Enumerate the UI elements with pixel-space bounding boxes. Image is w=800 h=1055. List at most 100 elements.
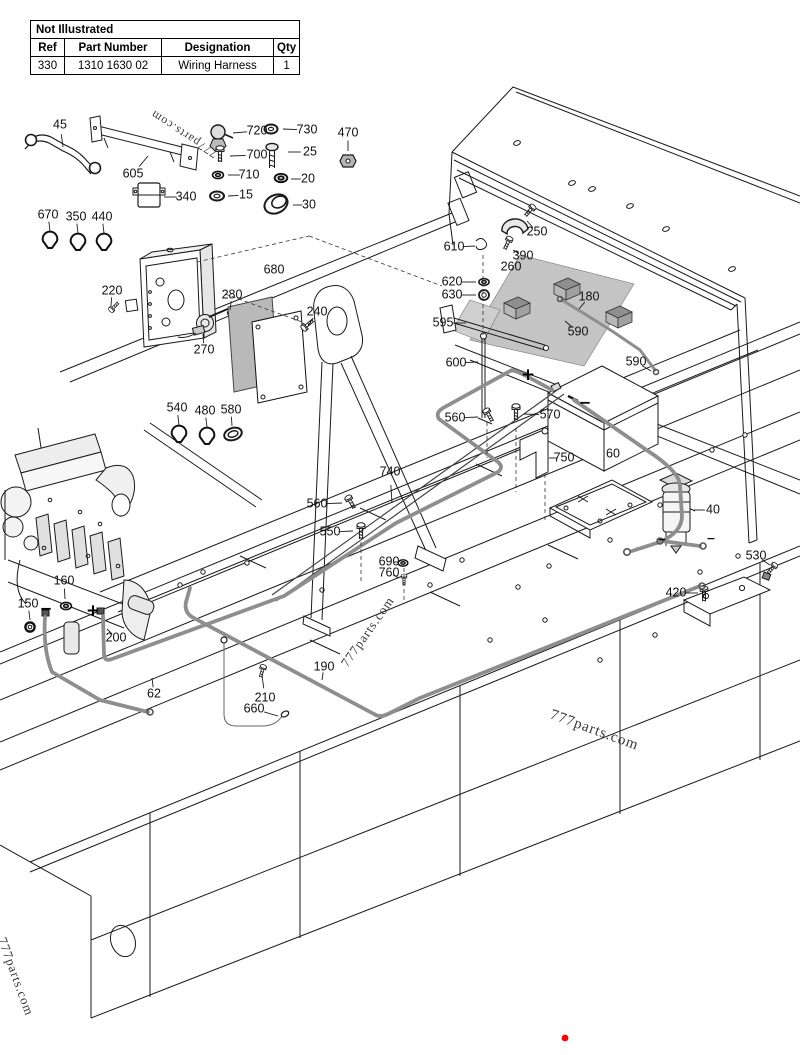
part-callout-240-19: 240 (307, 304, 328, 318)
part-callout-670-12: 670 (38, 207, 59, 221)
part-callout-480-36: 480 (195, 403, 216, 417)
callout-leader-440-14 (102, 223, 105, 234)
callout-leader-62-46 (151, 677, 154, 688)
table-title: Not Illustrated (29, 20, 301, 39)
callout-leader-220-15 (110, 297, 113, 307)
callout-leader-15-5 (227, 194, 239, 197)
callout-leader-240-19 (307, 317, 314, 327)
callout-leader-210-48 (261, 674, 265, 689)
callout-leader-600-27 (465, 361, 479, 364)
part-callout-270-17: 270 (194, 342, 215, 356)
callout-leader-550-40 (339, 530, 354, 533)
part-callout-15-5: 15 (239, 187, 253, 201)
callout-leader-540-35 (177, 415, 180, 426)
part-callout-530-51: 530 (746, 548, 767, 562)
lifting-mast (302, 285, 447, 637)
terminal-symbol-5: − (706, 532, 715, 545)
part-callout-25-8: 25 (303, 144, 317, 158)
part-callout-590-30: 590 (626, 354, 647, 368)
cable-negative (572, 398, 684, 553)
part-callout-620-24: 620 (442, 274, 463, 288)
table-row: 330 1310 1630 02 Wiring Harness 1 (30, 56, 301, 75)
callout-leader-570-32 (523, 413, 540, 416)
callout-leader-190-47 (321, 672, 324, 681)
watermark-2: 777parts.com (548, 707, 641, 754)
part-callout-720-2: 720 (247, 123, 268, 137)
callout-leader-580-37 (230, 416, 233, 427)
electrical-box-group (107, 243, 234, 348)
part-callout-30-10: 30 (302, 197, 316, 211)
part-callout-700-3: 700 (247, 147, 268, 161)
cell-ref: 330 (30, 56, 65, 75)
callout-leader-250-21 (526, 220, 534, 228)
part-callout-580-37: 580 (221, 402, 242, 416)
part-callout-710-4: 710 (239, 167, 260, 181)
part-callout-200-45: 200 (106, 630, 127, 644)
terminal-symbol-4: − (657, 533, 666, 546)
small-parts-top (24, 115, 357, 445)
callout-leader-530-51 (761, 559, 771, 566)
callout-leader-610-20 (462, 245, 476, 248)
terminal-symbol-0: + (521, 365, 535, 385)
callout-leader-670-12 (48, 221, 51, 232)
part-callout-260-23: 260 (501, 259, 522, 273)
part-callout-210-48: 210 (255, 690, 276, 704)
cell-part-number: 1310 1630 02 (64, 56, 162, 75)
col-header-ref: Ref (30, 38, 65, 57)
part-callout-45-0: 45 (53, 117, 67, 131)
callout-leader-700-3 (229, 154, 246, 157)
part-callout-690-41: 690 (379, 554, 400, 568)
part-callout-610-20: 610 (444, 239, 465, 253)
part-callout-540-35: 540 (167, 400, 188, 414)
part-callout-390-22: 390 (513, 248, 534, 262)
marker-layer (561, 1034, 569, 1042)
callout-leader-560-39 (327, 502, 343, 505)
callout-leader-660-49 (263, 711, 279, 717)
part-callout-160-44: 160 (54, 573, 75, 587)
callout-leader-590-29 (564, 320, 573, 328)
cable-ground-strap (660, 539, 702, 548)
firewall-panels (451, 254, 635, 367)
engine-assembly (0, 427, 155, 655)
part-callout-595-26: 595 (433, 315, 454, 329)
part-callout-470-11: 470 (338, 125, 359, 139)
callout-leader-740-38 (390, 484, 393, 504)
hold-down-bracket-750 (519, 427, 549, 479)
cable-engine-negative (42, 615, 150, 714)
callout-leader-160-44 (63, 588, 66, 600)
callout-leader-270-17 (202, 333, 205, 344)
part-callout-730-7: 730 (297, 122, 318, 136)
callout-leader-760-42 (392, 574, 400, 579)
cell-qty: 1 (272, 56, 301, 75)
part-callout-630-25: 630 (442, 287, 463, 301)
callout-leader-730-7 (282, 128, 297, 131)
panels-group (227, 296, 317, 404)
cable-terminals (146, 295, 707, 716)
hood-outline (447, 86, 800, 544)
part-callout-760-42: 760 (379, 565, 400, 579)
part-callout-150-43: 150 (18, 596, 39, 610)
mount-plate-420 (682, 560, 780, 627)
part-callout-220-15: 220 (102, 283, 123, 297)
part-callout-62-46: 62 (147, 686, 161, 700)
part-callout-600-27: 600 (446, 355, 467, 369)
part-callout-660-49: 660 (244, 701, 265, 715)
cable-runs (42, 298, 702, 718)
part-callout-280-16: 280 (222, 287, 243, 301)
part-callout-340-6: 340 (176, 189, 197, 203)
part-callout-350-13: 350 (66, 209, 87, 223)
terminal-symbol-2: + (86, 601, 100, 621)
cable-positive-62 (101, 368, 554, 662)
part-callout-190-47: 190 (314, 659, 335, 673)
hood-vent-holes (513, 140, 736, 272)
tube-660 (220, 636, 290, 727)
part-callout-440-14: 440 (92, 209, 113, 223)
terminal-symbols-layer: + − + − − − (40, 365, 716, 621)
part-callout-750-33: 750 (554, 450, 575, 464)
harness-connectors (503, 277, 633, 329)
terminal-symbol-3: − (40, 600, 53, 618)
part-callout-250-21: 250 (527, 224, 548, 238)
terminal-symbol-1: − (579, 394, 592, 412)
battery-tray (548, 479, 654, 539)
